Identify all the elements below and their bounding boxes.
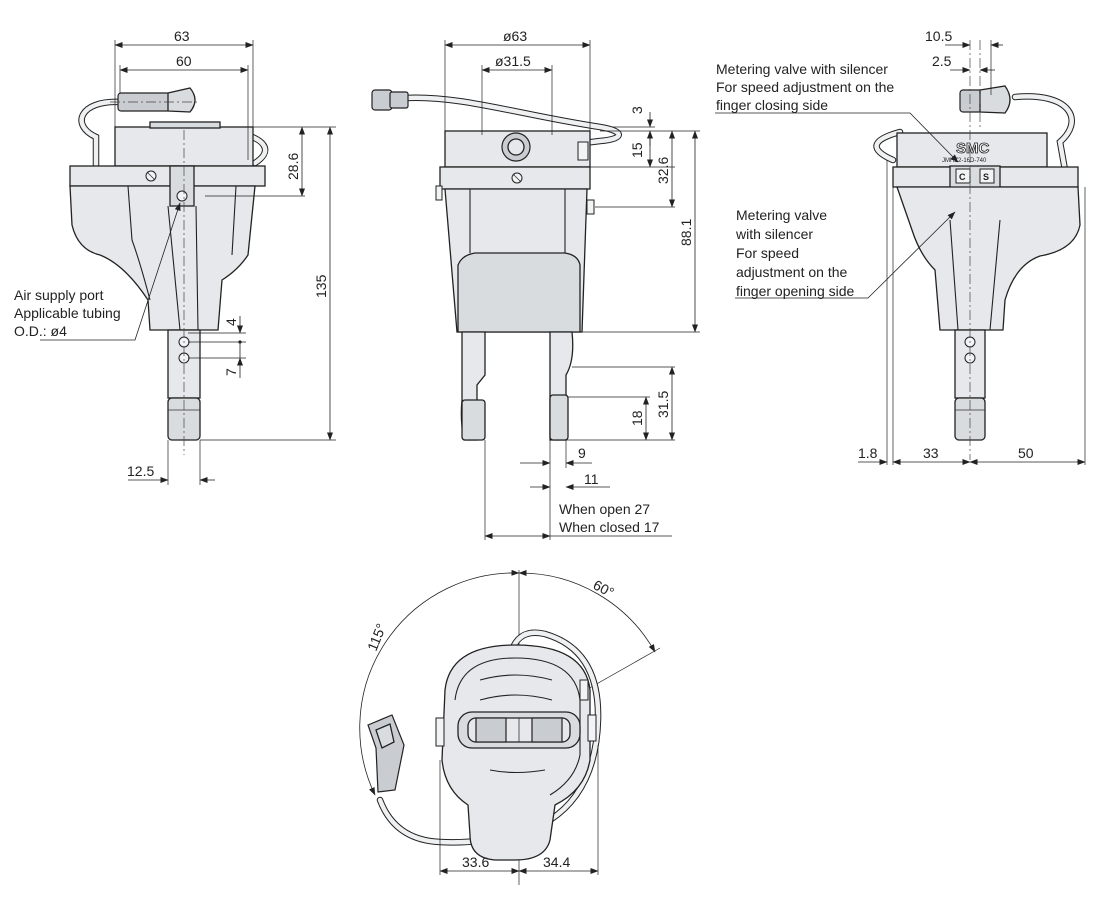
dim-right-33: 33	[923, 445, 939, 461]
note-air-supply-3: O.D.: ø4	[14, 323, 67, 339]
smc-logo: SMC	[956, 140, 990, 157]
dim-angle-115: 115°	[364, 621, 389, 653]
bottom-view	[359, 569, 661, 885]
dim-side-18: 18	[629, 410, 645, 426]
dim-side-32-6: 32.6	[655, 157, 671, 184]
note-air-supply-2: Applicable tubing	[14, 305, 121, 321]
dim-front-7: 7	[223, 368, 239, 376]
note-closed-stroke: When closed 17	[559, 519, 660, 535]
dim-angle-60: 60°	[591, 577, 617, 601]
dim-front-28-6: 28.6	[285, 153, 301, 180]
note-valve-opening-5: finger opening side	[736, 283, 855, 299]
note-valve-closing-1: Metering valve with silencer	[716, 61, 888, 77]
dim-side-phi63: ø63	[503, 28, 527, 44]
dim-front-12-5: 12.5	[127, 463, 154, 479]
note-valve-opening-1: Metering valve	[736, 207, 827, 223]
dim-side-3: 3	[629, 106, 645, 114]
dim-right-10-5: 10.5	[925, 28, 952, 44]
dim-right-50: 50	[1018, 445, 1034, 461]
dim-side-88-1: 88.1	[678, 219, 694, 246]
dim-right-2-5: 2.5	[932, 53, 952, 69]
note-valve-opening-3: For speed	[736, 245, 799, 261]
side-view	[371, 40, 700, 540]
dim-front-63: 63	[174, 28, 190, 44]
note-valve-closing-3: finger closing side	[716, 97, 828, 113]
knob-s-label: S	[983, 172, 989, 182]
dim-bottom-33-6: 33.6	[462, 854, 489, 870]
front-view	[40, 40, 336, 485]
note-open-stroke: When open 27	[559, 501, 650, 517]
model-plate: JMHZ2-16D-740	[942, 158, 987, 164]
dim-bottom-34-4: 34.4	[543, 854, 570, 870]
dim-front-4: 4	[223, 318, 239, 326]
dim-side-phi31-5: ø31.5	[495, 53, 531, 69]
note-valve-closing-2: For speed adjustment on the	[716, 79, 894, 95]
note-valve-opening-2: with silencer	[735, 226, 813, 242]
right-view: SMC JMHZ2-16D-740 C S	[715, 40, 1086, 465]
knob-c-label: C	[959, 172, 966, 182]
dim-side-15: 15	[629, 142, 645, 158]
dim-side-31-5: 31.5	[655, 391, 671, 418]
dim-side-9: 9	[578, 445, 586, 461]
dim-side-11: 11	[584, 471, 599, 487]
dim-front-60: 60	[176, 53, 192, 69]
note-air-supply-1: Air supply port	[14, 287, 104, 303]
dim-right-1-8: 1.8	[858, 445, 878, 461]
dim-front-135: 135	[313, 274, 329, 298]
note-valve-opening-4: adjustment on the	[736, 264, 848, 280]
